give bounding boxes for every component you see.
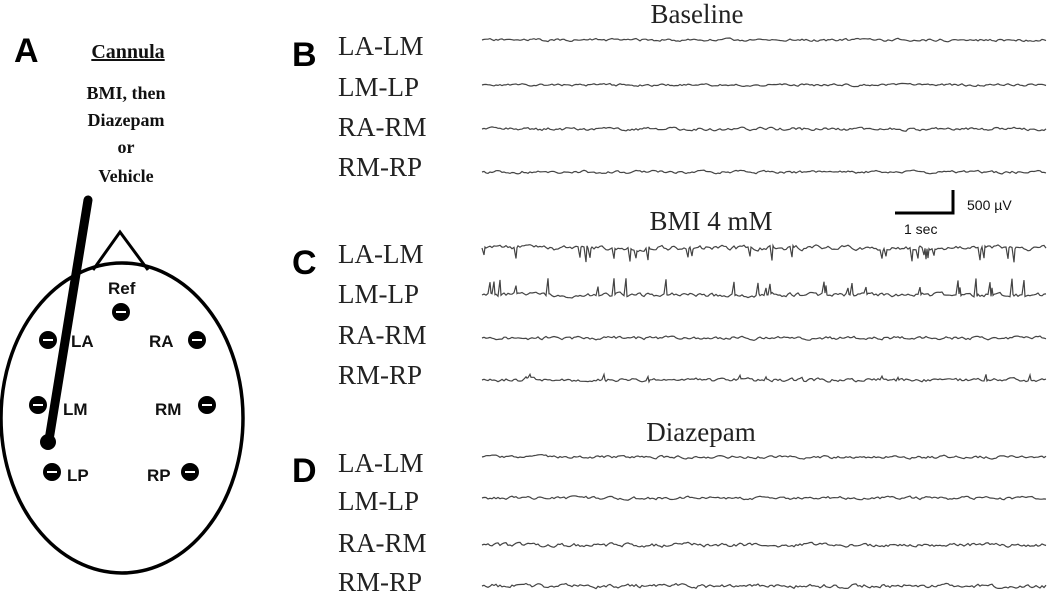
trace-d-la-lm [481,453,1047,460]
trace-b-ra-rm [481,126,1047,132]
panel-d-title: Diazepam [646,417,755,447]
panel-c-label-2: LM-LP [338,279,419,309]
panel-b-label-3: RA-RM [338,112,427,142]
trace-c-ra-rm [481,335,1047,342]
trace-c-lm-lp [481,278,1047,299]
scale-amplitude-label: 500 µV [967,197,1012,213]
scale-bar-lines [895,190,955,215]
electrode-ref: Ref [108,279,136,321]
cannula-line-1: BMI, then [86,83,165,103]
trace-b-la-lm [481,37,1047,43]
trace-b-lm-lp [481,82,1047,88]
panel-c-label-3: RA-RM [338,320,427,350]
cannula-line-3: or [118,137,135,157]
panel-d-label-2: LM-LP [338,486,419,516]
electrode-rm-label: RM [155,400,181,419]
electrode-la: LA [39,331,94,351]
panel-d-label-4: RM-RP [338,567,422,595]
scale-time-label: 1 sec [904,221,937,237]
panel-b-label-4: RM-RP [338,152,422,182]
trace-c-la-lm [481,243,1047,263]
panel-d-label-3: RA-RM [338,528,427,558]
panel-c: C BMI 4 mM LA-LM LM-LP RA-RM RM-RP [292,206,1047,390]
cannula-title: Cannula [91,41,164,63]
trace-c-rm-rp [481,372,1047,384]
trace-d-rm-rp [481,582,1047,590]
electrode-rm: RM [155,396,216,419]
panel-c-label-4: RM-RP [338,360,422,390]
panel-c-title: BMI 4 mM [649,206,772,236]
panel-b-letter: B [292,36,317,74]
nose-outline [91,229,150,271]
panel-a: A Cannula BMI, then Diazepam or Vehicle … [0,32,245,575]
panel-a-letter: A [14,32,39,70]
scale-bar: 500 µV 1 sec [895,190,1012,237]
electrode-ref-label: Ref [108,279,136,298]
panel-c-label-1: LA-LM [338,239,423,269]
panel-d-label-1: LA-LM [338,448,423,478]
panel-b-label-1: LA-LM [338,31,423,61]
cannula-shaft [44,195,93,445]
trace-b-rm-rp [481,169,1047,175]
electrode-la-label: LA [71,332,94,351]
trace-d-ra-rm [481,541,1047,548]
electrode-ra-label: RA [149,332,174,351]
trace-d-lm-lp [481,495,1047,501]
panel-b-title: Baseline [651,0,744,29]
electrode-lp: LP [43,463,89,485]
electrode-lm: LM [29,396,88,419]
panel-c-letter: C [292,244,317,282]
cannula-line-2: Diazepam [88,110,165,130]
head-outline [0,261,245,575]
electrode-ra: RA [149,331,206,351]
cannula-line-4: Vehicle [98,166,153,186]
panel-d: D Diazepam LA-LM LM-LP RA-RM RM-RP [292,417,1047,595]
panel-b: B Baseline LA-LM LM-LP RA-RM RM-RP [292,0,1047,182]
cannula-tip [40,434,56,450]
electrode-lp-label: LP [67,466,89,485]
electrode-rp-label: RP [147,466,171,485]
panel-d-letter: D [292,452,317,490]
electrode-lm-label: LM [63,400,88,419]
panel-b-label-2: LM-LP [338,72,419,102]
electrode-rp: RP [147,463,199,485]
